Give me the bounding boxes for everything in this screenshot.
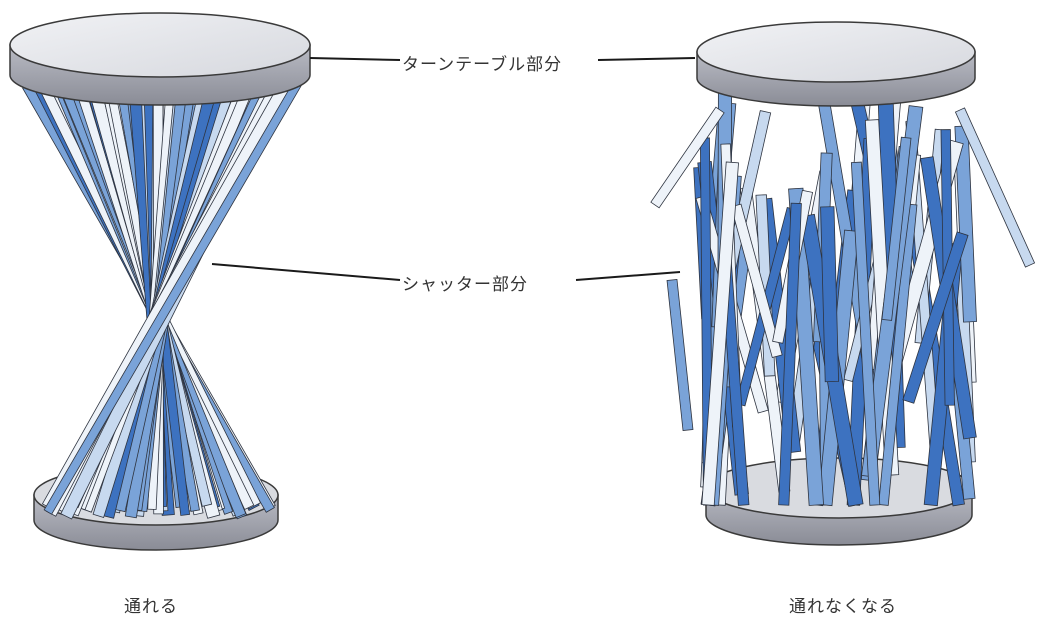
shutter-slat [701,161,739,506]
closed-shutter-figure [650,21,1036,546]
shutter-leader-right [575,271,681,281]
shutter-slat [730,203,783,359]
turntable-label: ターンテーブル部分 [402,55,563,75]
open-shutter-figure [9,12,311,551]
leader-lines [211,57,696,281]
left-turntable [9,12,311,106]
right-shutter-slats [650,86,1036,507]
right-bottom-disc [705,457,973,546]
shutter-slat [878,203,918,506]
shutter-slat [881,136,912,321]
shutter-leader-left [211,263,401,281]
shutter-slat [820,206,840,383]
shutter-slat [902,231,969,404]
turntable-leader-left [309,57,401,61]
shutter-label: シャッター部分 [402,275,528,295]
shutter-slat [650,106,725,209]
shutter-slat [850,161,881,506]
caption-passable: 通れる [124,597,178,617]
caption-impassable: 通れなくなる [789,597,897,617]
turntable-leader-right [597,57,696,61]
left-shutter-slats [19,78,303,520]
shutter-slat [954,107,1036,268]
shutter-slat [778,202,802,506]
right-turntable [696,21,976,107]
shutter-slat [666,279,694,431]
